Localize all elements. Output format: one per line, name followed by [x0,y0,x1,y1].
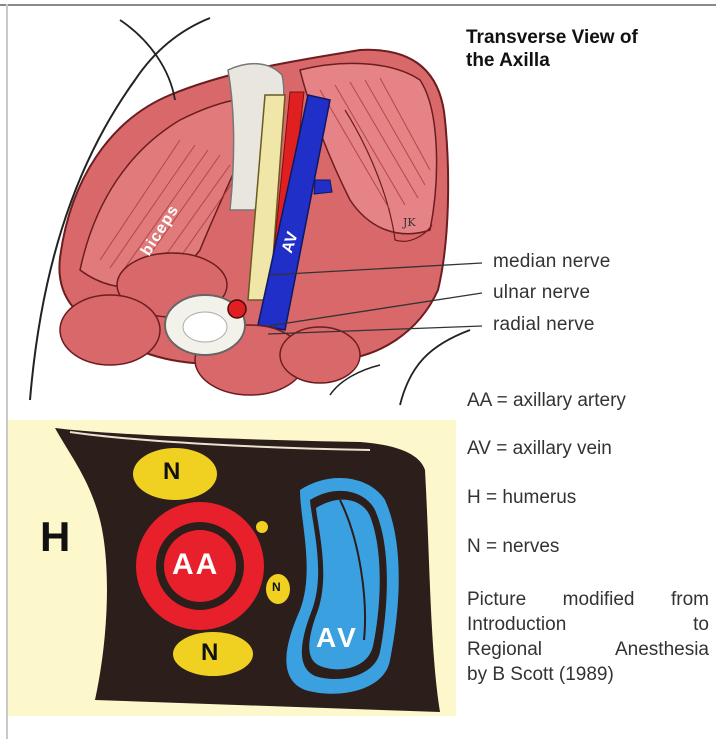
nerve-small [256,521,268,533]
title-line-2: the Axilla [466,49,638,72]
credit-line-4: by B Scott (1989) [467,662,709,687]
legend-h: H = humerus [467,487,576,509]
humerus-label: H [40,513,70,561]
radial-nerve-label: radial nerve [493,314,595,336]
figure-title: Transverse View of the Axilla [466,26,638,72]
nerve-middle-label: N [272,580,281,594]
title-line-1: Transverse View of [466,26,638,49]
credit-text: Picture modified from Introduction to Re… [467,587,709,687]
artist-signature: JK [403,216,416,229]
axilla-illustration [30,18,482,405]
credit-line-3: Regional Anesthesia [467,637,709,662]
ulnar-nerve-label: ulnar nerve [493,282,590,304]
nerve-bottom-label: N [201,639,218,667]
credit-line-1: Picture modified from [467,587,709,612]
nerve-top-label: N [163,458,180,486]
median-nerve-label: median nerve [493,251,611,273]
credit-line-2: Introduction to [467,612,709,637]
aa-diagram-label: AA [172,548,219,582]
av-diagram-label: AV [316,622,359,654]
legend-av: AV = axillary vein [467,438,612,460]
legend-n: N = nerves [467,536,559,558]
legend-aa: AA = axillary artery [467,390,626,412]
